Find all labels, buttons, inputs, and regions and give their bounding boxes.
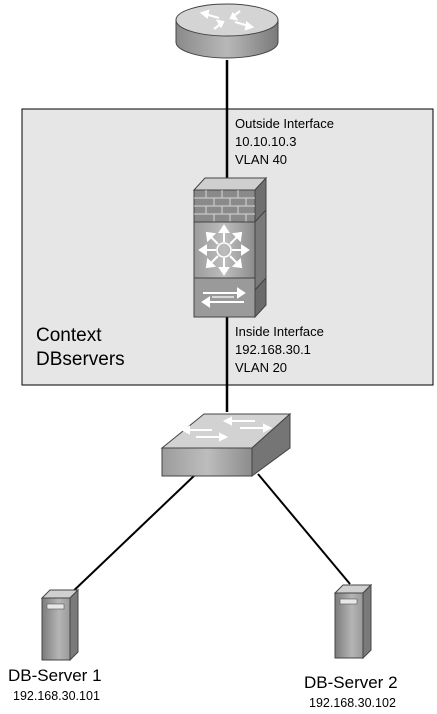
outside-interface-name: Outside Interface: [235, 116, 334, 131]
server-icon: [40, 588, 80, 662]
router-icon: [175, 3, 279, 59]
context-title-line1: Context: [36, 325, 102, 346]
inside-interface-ip: 192.168.30.1: [235, 342, 311, 357]
server2-name: DB-Server 2: [304, 673, 398, 692]
server2-ip: 192.168.30.102: [309, 696, 396, 710]
server1-ip: 192.168.30.101: [13, 689, 100, 703]
server-icon: [333, 583, 373, 660]
outside-interface-vlan: VLAN 40: [235, 152, 288, 167]
server1-name: DB-Server 1: [8, 666, 102, 685]
firewall-services-module-icon: [192, 176, 268, 319]
context-title-line2: DBservers: [36, 349, 125, 370]
inside-interface-name: Inside Interface: [235, 324, 324, 339]
link-switch-server1: [65, 473, 197, 599]
inside-interface-vlan: VLAN 20: [235, 360, 288, 375]
link-switch-server2: [257, 473, 351, 585]
switch-icon: [160, 412, 292, 477]
outside-interface-ip: 10.10.10.3: [235, 134, 297, 149]
